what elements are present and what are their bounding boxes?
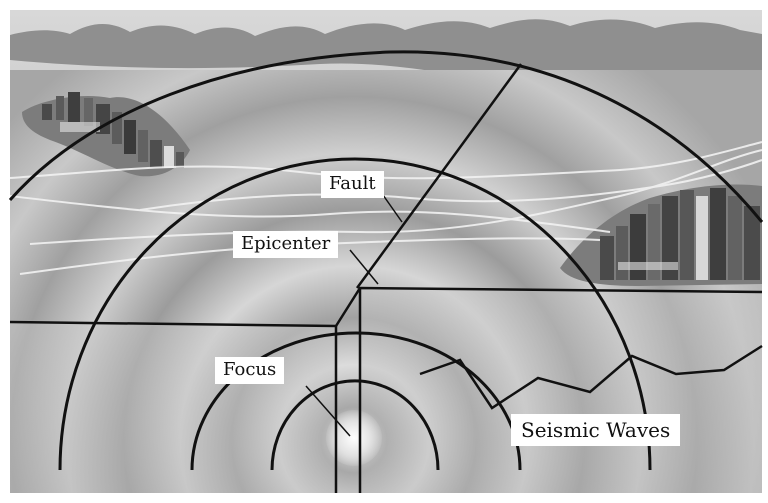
fault-leader — [382, 194, 403, 223]
epicenter-label: Epicenter — [233, 231, 339, 258]
leader-lines — [305, 194, 403, 437]
epicenter-leader — [349, 249, 379, 285]
seismic-waves-label: Seismic Waves — [511, 414, 681, 446]
fault-block-top — [9, 286, 763, 328]
wave-ring-4 — [8, 50, 764, 223]
left-town — [22, 92, 190, 177]
focus-leader — [305, 385, 351, 437]
wave-ring-1 — [270, 379, 440, 471]
seismic-wave-rings — [8, 50, 764, 471]
wave-ring-2 — [190, 331, 522, 471]
fault-lines — [9, 63, 763, 493]
fault-label: Fault — [321, 171, 384, 198]
right-town — [560, 184, 762, 286]
road-lines — [9, 141, 763, 275]
fault-crack — [419, 344, 763, 410]
focus-label: Focus — [215, 357, 285, 384]
fault-line — [355, 63, 523, 289]
cutaway-face-right — [360, 288, 762, 493]
